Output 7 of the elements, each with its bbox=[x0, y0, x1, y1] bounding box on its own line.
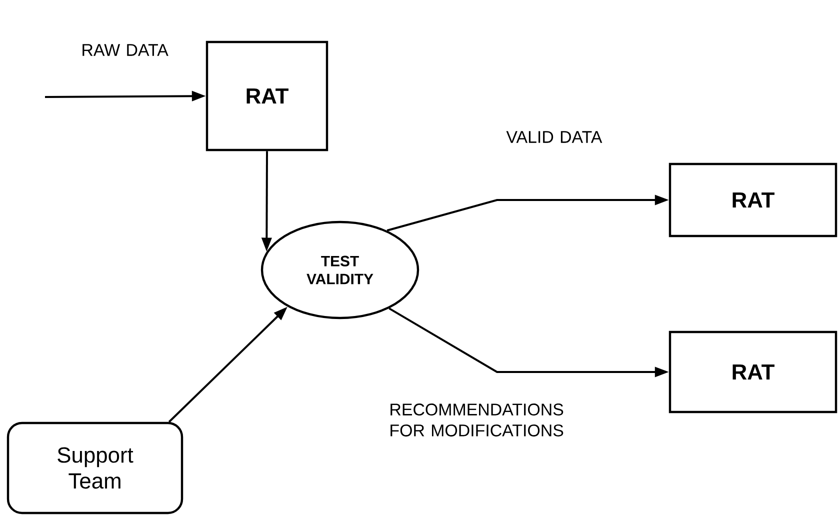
edge-label: RAW DATA bbox=[82, 44, 168, 56]
process-box: RAT bbox=[668, 162, 838, 238]
process-box: RAT bbox=[206, 40, 328, 152]
terminator-box: Support Team bbox=[6, 422, 184, 514]
edge-label: VALID DATA bbox=[506, 131, 602, 143]
process-box: RAT bbox=[668, 330, 838, 414]
edge-label: RECOMMENDATIONS FOR MODIFICATIONS bbox=[390, 404, 564, 436]
